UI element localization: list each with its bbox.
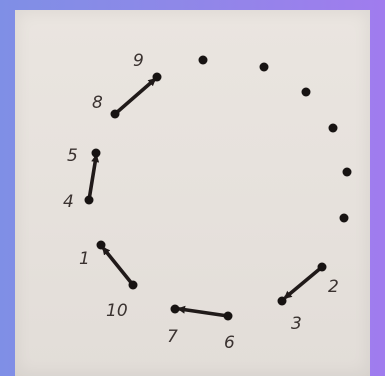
dot-2 [318, 263, 327, 272]
label-8: 8 [92, 93, 103, 113]
dot-unlabeled-1 [199, 56, 208, 65]
label-3: 3 [291, 314, 302, 334]
dot-6 [224, 312, 233, 321]
arrow-6-to-7 [180, 309, 228, 316]
label-7: 7 [167, 327, 178, 347]
arrow-4-to-5 [89, 157, 96, 200]
dot-8 [111, 110, 120, 119]
dot-5 [92, 149, 101, 158]
arrow-2-to-3 [286, 267, 322, 297]
arrow-8-to-9 [115, 80, 154, 114]
label-10: 10 [106, 301, 128, 321]
dot-4 [85, 196, 94, 205]
dot-9 [153, 73, 162, 82]
label-9: 9 [133, 51, 144, 71]
label-1: 1 [79, 249, 90, 269]
dot-unlabeled-6 [340, 214, 349, 223]
label-4: 4 [63, 192, 74, 212]
dot-7 [171, 305, 180, 314]
label-6: 6 [224, 333, 235, 353]
dot-unlabeled-3 [302, 88, 311, 97]
dot-unlabeled-2 [260, 63, 269, 72]
arrow-10-to-1 [104, 249, 133, 285]
dot-10 [129, 281, 138, 290]
label-5: 5 [67, 146, 78, 166]
dot-3 [278, 297, 287, 306]
label-2: 2 [328, 277, 339, 297]
dot-1 [97, 241, 106, 250]
dot-unlabeled-5 [343, 168, 352, 177]
dot-unlabeled-4 [329, 124, 338, 133]
